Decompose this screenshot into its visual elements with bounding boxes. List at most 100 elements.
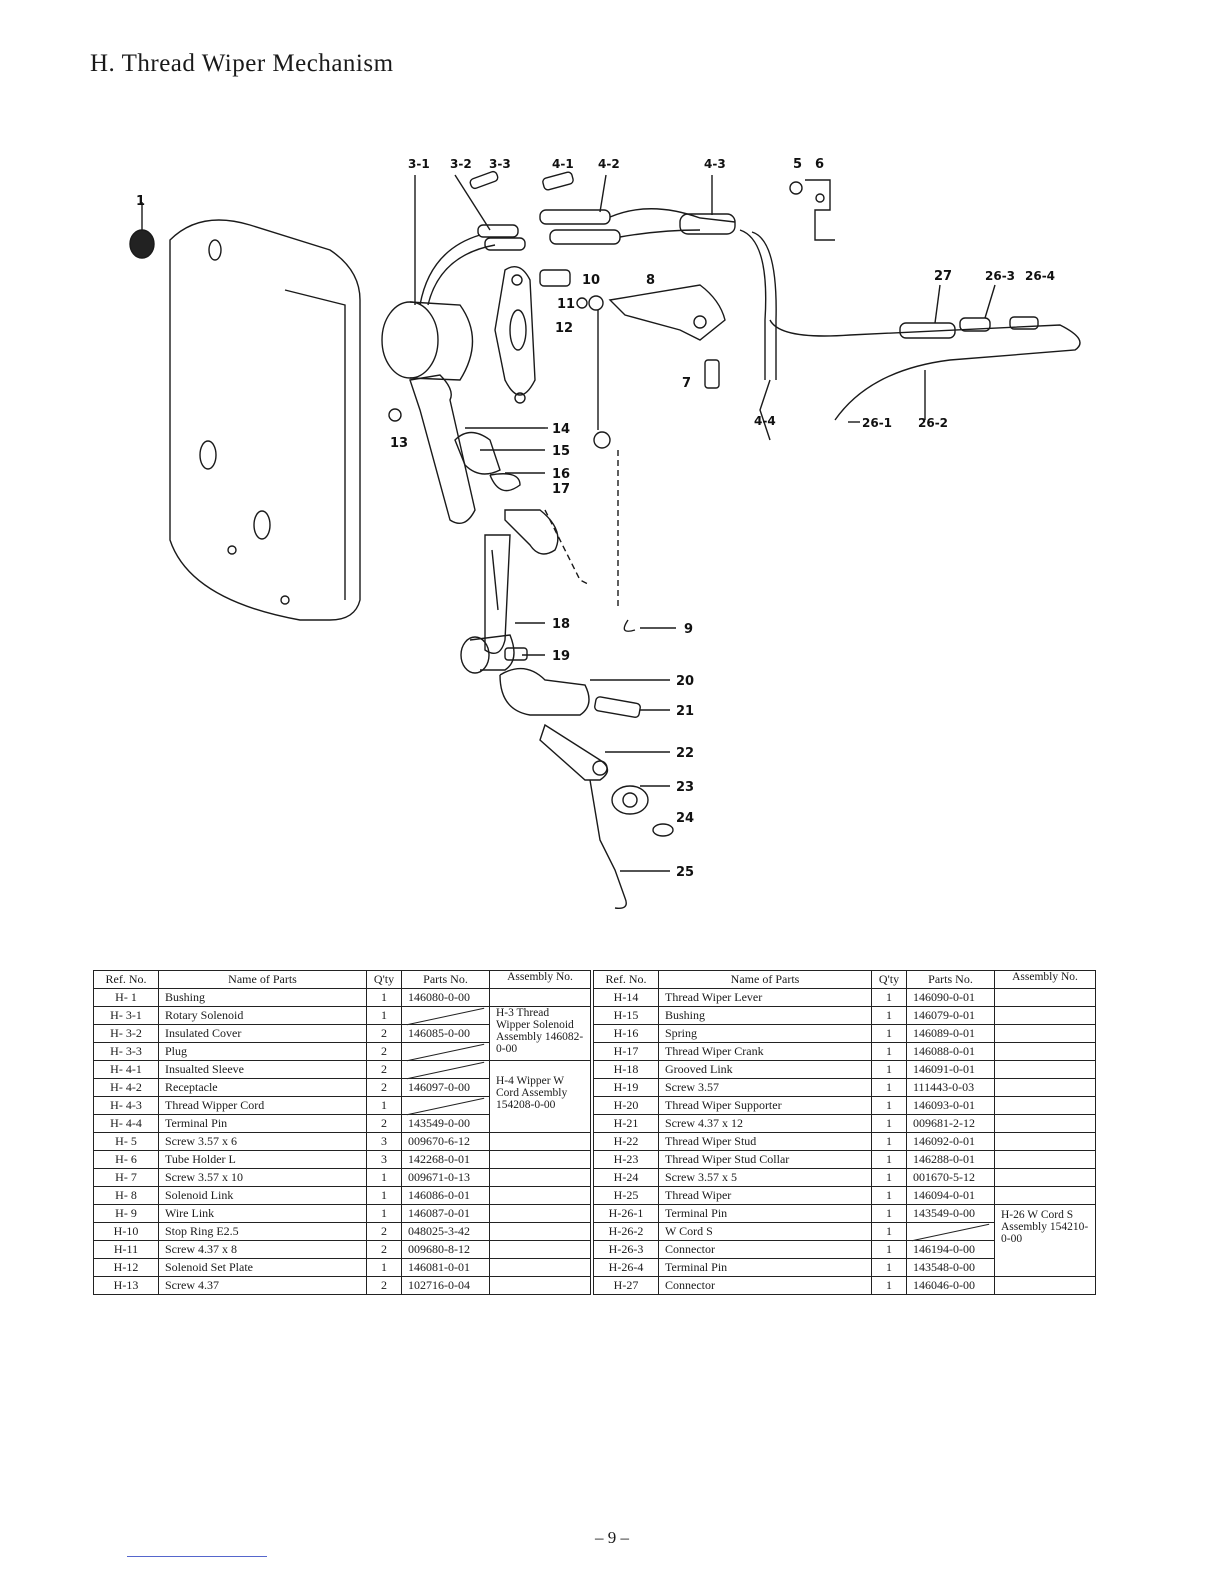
cell-parts-no xyxy=(401,1006,490,1025)
label-1: 1 xyxy=(136,194,145,209)
cell-qty: 3 xyxy=(366,1150,402,1169)
cell-parts-no xyxy=(906,1222,995,1241)
cell-ref: H-21 xyxy=(593,1114,659,1133)
rotary-solenoid xyxy=(381,301,439,379)
cell-parts-no: 009680-8-12 xyxy=(401,1240,490,1259)
label-17: 17 xyxy=(552,482,570,497)
cell-parts-no: 146093-0-01 xyxy=(906,1096,995,1115)
cell-parts-no: 009671-0-13 xyxy=(401,1168,490,1187)
cell-assembly xyxy=(489,1168,591,1187)
cell-qty: 1 xyxy=(366,1258,402,1277)
cell-qty: 1 xyxy=(366,1204,402,1223)
cell-name: Wire Link xyxy=(158,1204,367,1223)
label-11: 11 xyxy=(557,297,575,312)
cell-name: Terminal Pin xyxy=(158,1114,367,1133)
cell-assembly xyxy=(994,1114,1096,1133)
diagram-svg: 1 3-1 3-2 3-3 4-1 4-2 4-3 4-4 5 6 7 8 9 … xyxy=(129,157,1081,909)
cell-assembly xyxy=(994,1132,1096,1151)
cell-name: Thread Wiper xyxy=(658,1186,872,1205)
cell-name: Receptacle xyxy=(158,1078,367,1097)
cell-parts-no: 146079-0-01 xyxy=(906,1006,995,1025)
cell-parts-no xyxy=(401,1042,490,1061)
label-26-2: 26-2 xyxy=(918,416,948,430)
label-4-1: 4-1 xyxy=(552,157,574,171)
cell-parts-no: 146097-0-00 xyxy=(401,1078,490,1097)
grooved-link xyxy=(484,534,511,654)
cell-parts-no: 146091-0-01 xyxy=(906,1060,995,1079)
cell-assembly xyxy=(994,1006,1096,1025)
cell-name: Solenoid Link xyxy=(158,1186,367,1205)
cell-name: Screw 3.57 xyxy=(658,1078,872,1097)
cell-name: Thread Wiper Crank xyxy=(658,1042,872,1061)
cell-qty: 1 xyxy=(366,1168,402,1187)
cell-ref: H- 4-2 xyxy=(93,1078,159,1097)
cell-qty: 2 xyxy=(366,1042,402,1061)
label-22: 22 xyxy=(676,746,694,761)
cell-ref: H- 3-2 xyxy=(93,1024,159,1043)
cell-assembly xyxy=(489,1276,591,1295)
cell-assembly xyxy=(994,1276,1096,1295)
label-7: 7 xyxy=(682,376,691,391)
cell-qty: 1 xyxy=(871,1204,907,1223)
cell-ref: H-26-1 xyxy=(593,1204,659,1223)
cell-assembly-h26: H-26 W Cord S Assembly 154210-0-00 xyxy=(994,1204,1096,1277)
cell-name: Solenoid Set Plate xyxy=(158,1258,367,1277)
bushing-1 xyxy=(129,229,155,259)
label-21: 21 xyxy=(676,704,694,719)
label-4-2: 4-2 xyxy=(598,157,620,171)
cell-name: Screw 4.37 x 12 xyxy=(658,1114,872,1133)
cell-parts-no: 111443-0-03 xyxy=(906,1078,995,1097)
cell-parts-no: 143548-0-00 xyxy=(906,1258,995,1277)
cell-ref: H-17 xyxy=(593,1042,659,1061)
label-26-3: 26-3 xyxy=(985,269,1015,283)
exploded-parts-diagram: 1 3-1 3-2 3-3 4-1 4-2 4-3 4-4 5 6 7 8 9 … xyxy=(0,140,1224,940)
cell-ref: H-27 xyxy=(593,1276,659,1295)
cell-assembly xyxy=(489,988,591,1007)
cell-qty: 1 xyxy=(871,1240,907,1259)
cell-ref: H-14 xyxy=(593,988,659,1007)
label-15: 15 xyxy=(552,444,570,459)
cell-name: Rotary Solenoid xyxy=(158,1006,367,1025)
cell-name: Insualted Sleeve xyxy=(158,1060,367,1079)
cell-assembly xyxy=(994,1042,1096,1061)
cell-name: Bushing xyxy=(658,1006,872,1025)
cell-qty: 2 xyxy=(366,1060,402,1079)
label-3-3: 3-3 xyxy=(489,157,511,171)
cell-ref: H- 3-3 xyxy=(93,1042,159,1061)
cell-ref: H- 1 xyxy=(93,988,159,1007)
cell-name: Spring xyxy=(658,1024,872,1043)
label-23: 23 xyxy=(676,780,694,795)
solenoid-link xyxy=(608,284,726,341)
cell-assembly-h4: H-4 Wipper W Cord Assembly 154208-0-00 xyxy=(489,1060,591,1133)
cell-qty: 1 xyxy=(871,1132,907,1151)
cell-assembly xyxy=(489,1186,591,1205)
cell-qty: 2 xyxy=(366,1078,402,1097)
cell-ref: H-10 xyxy=(93,1222,159,1241)
label-20: 20 xyxy=(676,674,694,689)
label-12: 12 xyxy=(555,321,573,336)
cell-qty: 1 xyxy=(871,1168,907,1187)
cell-qty: 1 xyxy=(871,1060,907,1079)
cell-ref: H-25 xyxy=(593,1186,659,1205)
label-16: 16 xyxy=(552,467,570,482)
cell-parts-no: 146085-0-00 xyxy=(401,1024,490,1043)
cell-qty: 1 xyxy=(871,1186,907,1205)
header-parts-no: Parts No. xyxy=(906,970,995,989)
label-8: 8 xyxy=(646,273,655,288)
cell-parts-no: 143549-0-00 xyxy=(401,1114,490,1133)
cell-name: Terminal Pin xyxy=(658,1204,872,1223)
label-3-1: 3-1 xyxy=(408,157,430,171)
cell-qty: 1 xyxy=(871,988,907,1007)
housing-cover xyxy=(169,219,361,621)
label-4-4: 4-4 xyxy=(754,414,776,428)
